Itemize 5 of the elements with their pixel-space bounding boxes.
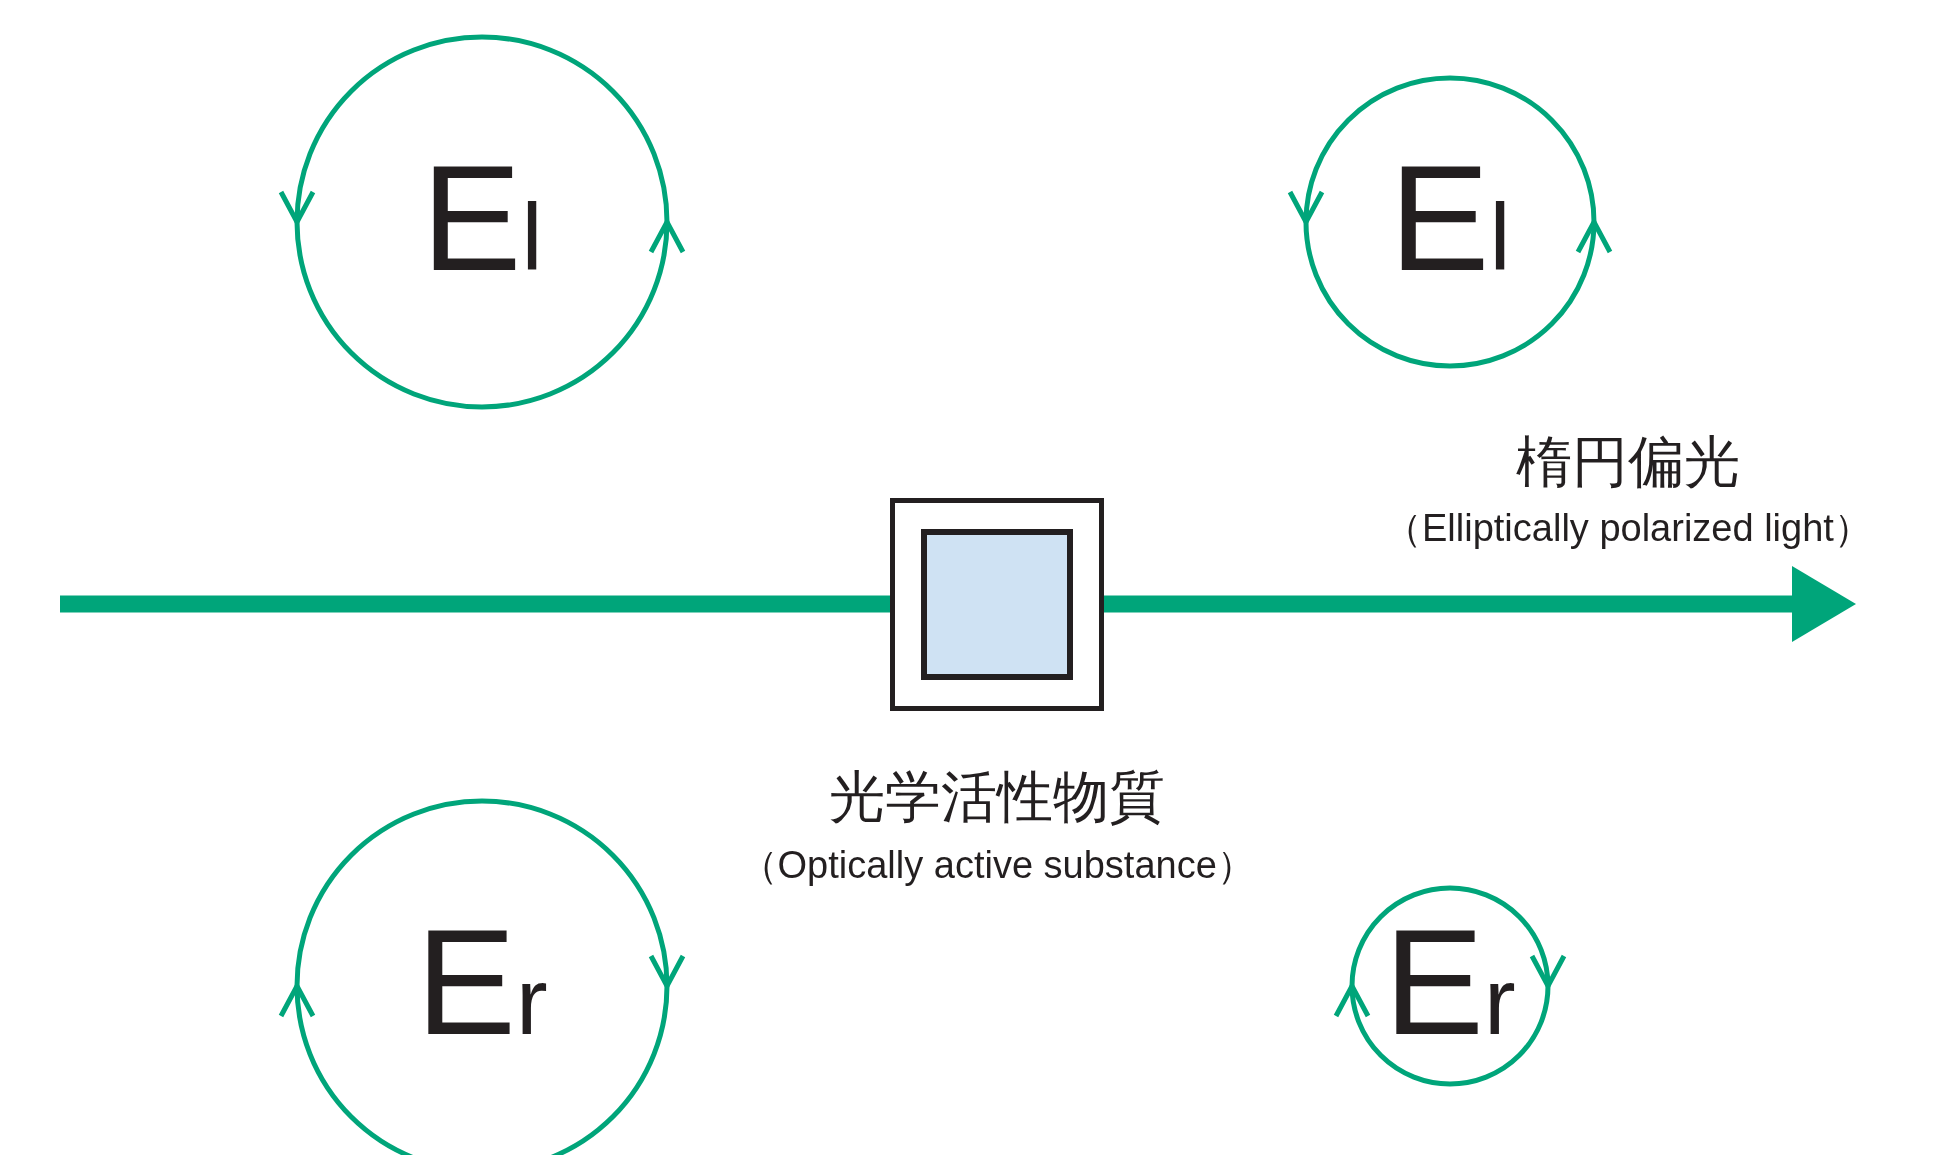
light-beam-arrow <box>1104 566 1856 642</box>
beam-label: 楕円偏光 <box>1516 429 1740 495</box>
caption-translation: （Optically active substance） <box>739 843 1255 888</box>
caption-label: 光学活性物質 <box>829 764 1165 830</box>
beam-translation: （Elliptically polarized light） <box>1384 506 1872 551</box>
